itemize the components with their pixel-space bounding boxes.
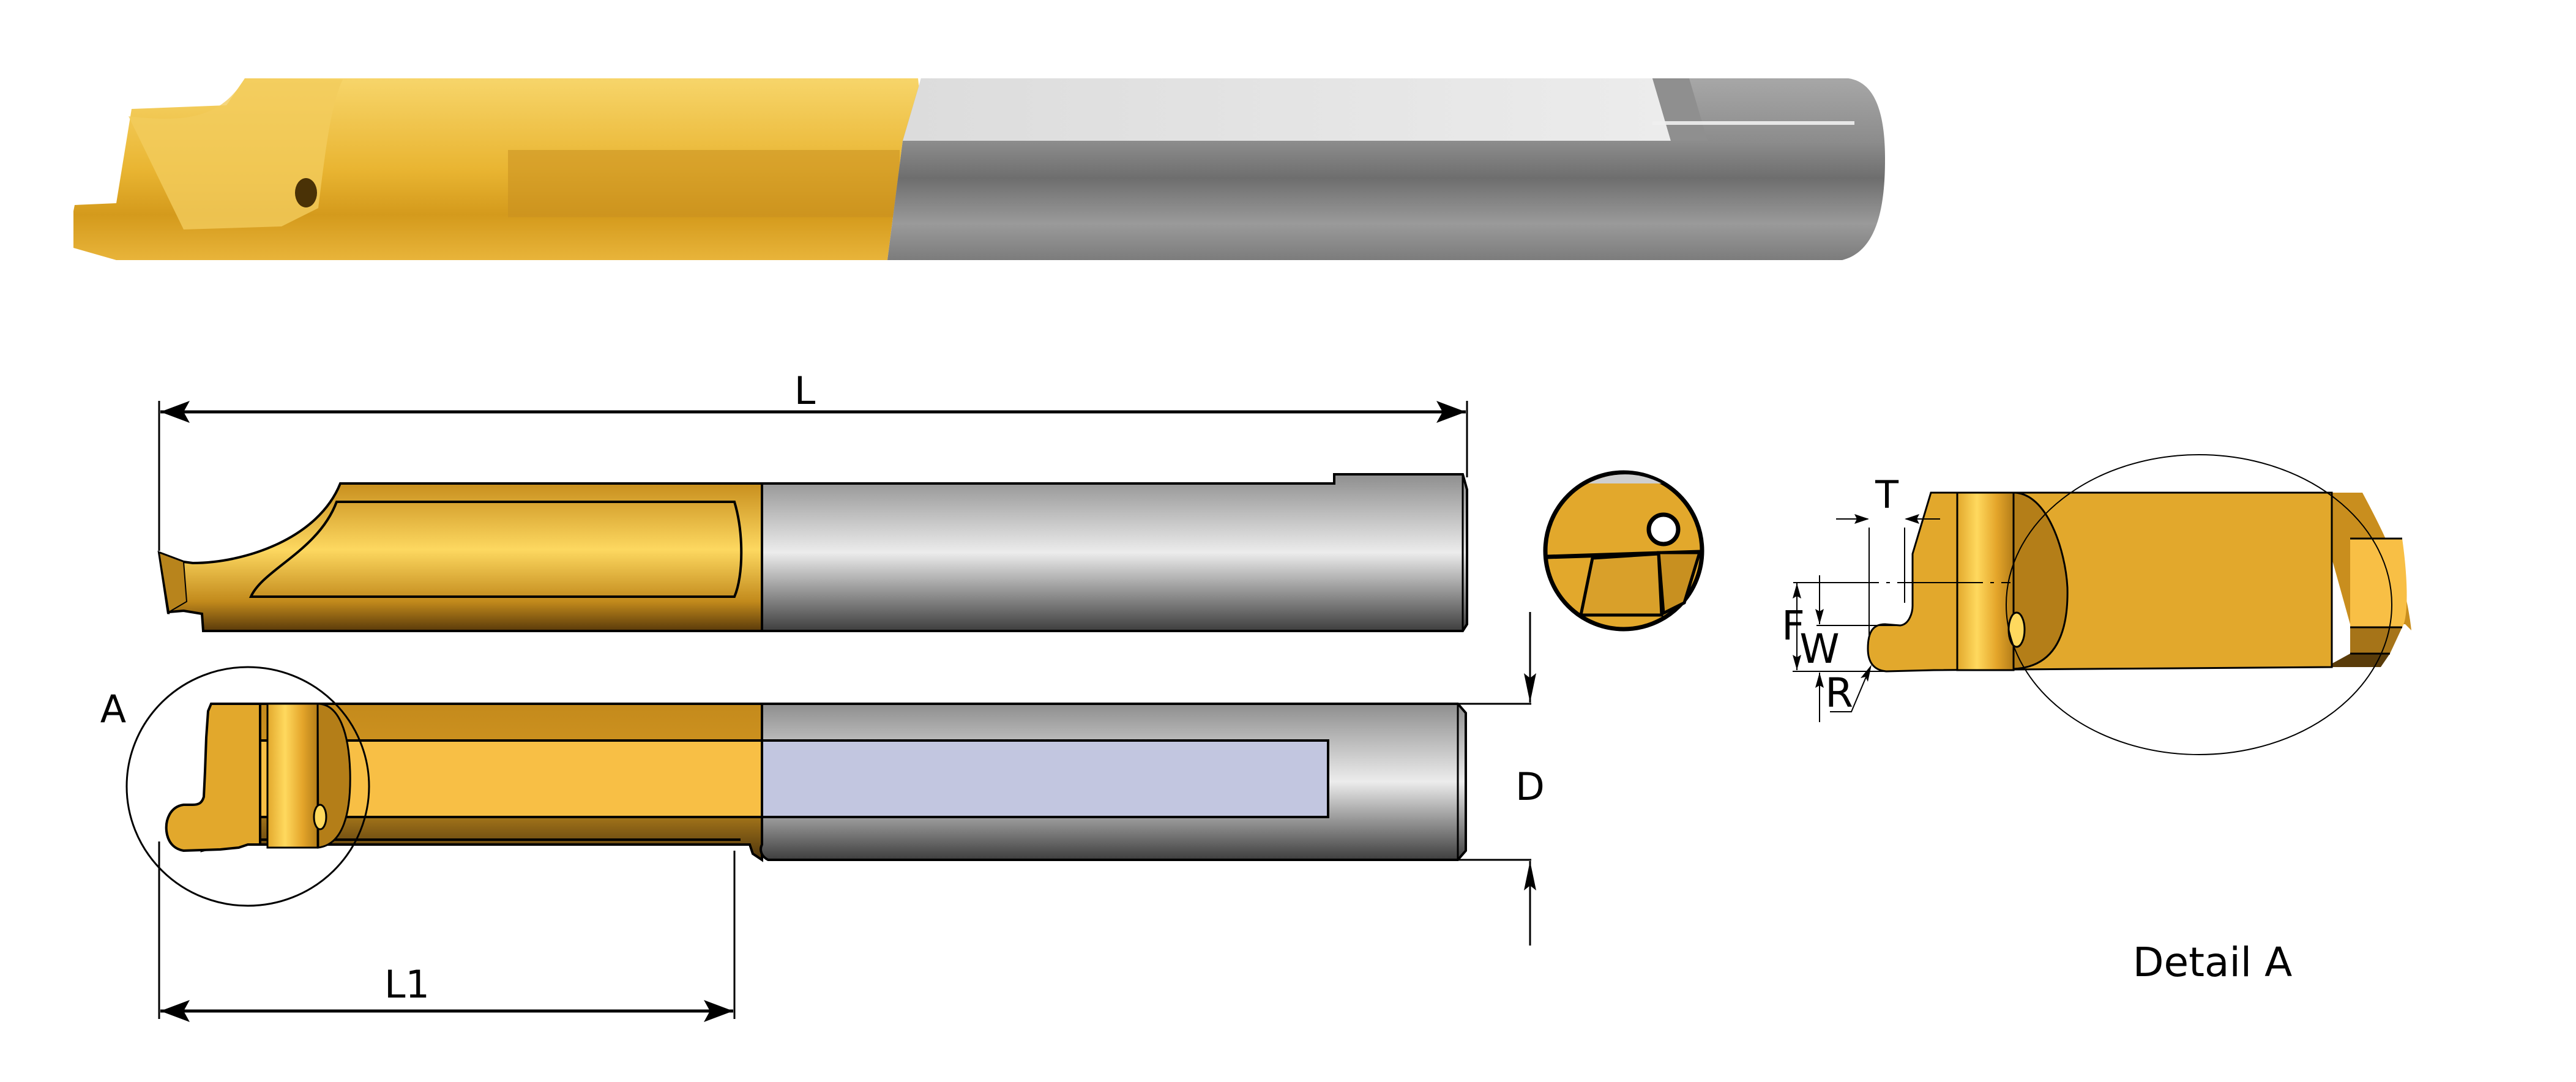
- arrow-icon: [1861, 665, 1872, 682]
- arrow-left-icon: [1905, 514, 1919, 524]
- arrow-right-icon: [1854, 514, 1869, 524]
- end-view: [1543, 470, 1704, 632]
- photo-coolant-hole-icon: [295, 178, 317, 207]
- label-D: D: [1515, 764, 1545, 809]
- top-insert-column: [266, 703, 319, 849]
- photo-shank-step: [1652, 78, 1708, 141]
- top-shank-flat: [761, 739, 1329, 818]
- arrow-up-icon: [1815, 673, 1824, 688]
- arrow-left-icon: [160, 401, 190, 423]
- photo-gold-groove: [129, 78, 343, 229]
- side-gold-tip-face: [158, 551, 188, 613]
- label-A: A: [100, 687, 126, 731]
- dimension-L1: L1: [158, 841, 736, 1022]
- side-view: [157, 473, 1468, 632]
- arrow-down-icon: [1815, 609, 1824, 624]
- detail-insert-column: [1956, 491, 2015, 671]
- top-coolant-hole-icon: [313, 804, 327, 830]
- top-insert-head: [165, 703, 261, 853]
- arrow-down-icon: [1793, 655, 1801, 670]
- label-T: T: [1875, 472, 1899, 517]
- R-leader-line: [1830, 668, 1870, 712]
- arrow-left-icon: [160, 1000, 190, 1022]
- side-gold-body: [157, 482, 763, 632]
- dimension-L: L: [158, 368, 1468, 551]
- dimension-D: D: [1458, 612, 1545, 946]
- arrow-down-icon: [1524, 673, 1536, 703]
- detail-A-circle: [2006, 454, 2392, 755]
- detail-title: Detail A: [2133, 939, 2293, 986]
- detail-A-callout-circle: [125, 666, 370, 907]
- label-F: F: [1782, 602, 1805, 649]
- photo-shank-flat: [903, 78, 1671, 141]
- label-R: R: [1825, 670, 1853, 717]
- photo-shank-highlight: [1652, 121, 1854, 125]
- label-L: L: [794, 368, 816, 413]
- side-steel-shank: [761, 473, 1468, 632]
- end-coolant-hole-icon: [1646, 512, 1681, 547]
- arrow-right-icon: [1436, 401, 1466, 423]
- top-view: A: [100, 666, 1467, 907]
- detail-coolant-hole-icon: [2007, 611, 2026, 648]
- photo-gold-flute: [508, 150, 900, 217]
- label-W: W: [1799, 625, 1839, 673]
- side-gold-flute: [248, 501, 743, 598]
- detail-A-view: T F W R Detail A: [1782, 454, 2411, 986]
- label-L1: L1: [384, 962, 430, 1007]
- product-photo: [73, 78, 1885, 260]
- arrow-right-icon: [704, 1000, 733, 1022]
- arrow-up-icon: [1793, 583, 1801, 599]
